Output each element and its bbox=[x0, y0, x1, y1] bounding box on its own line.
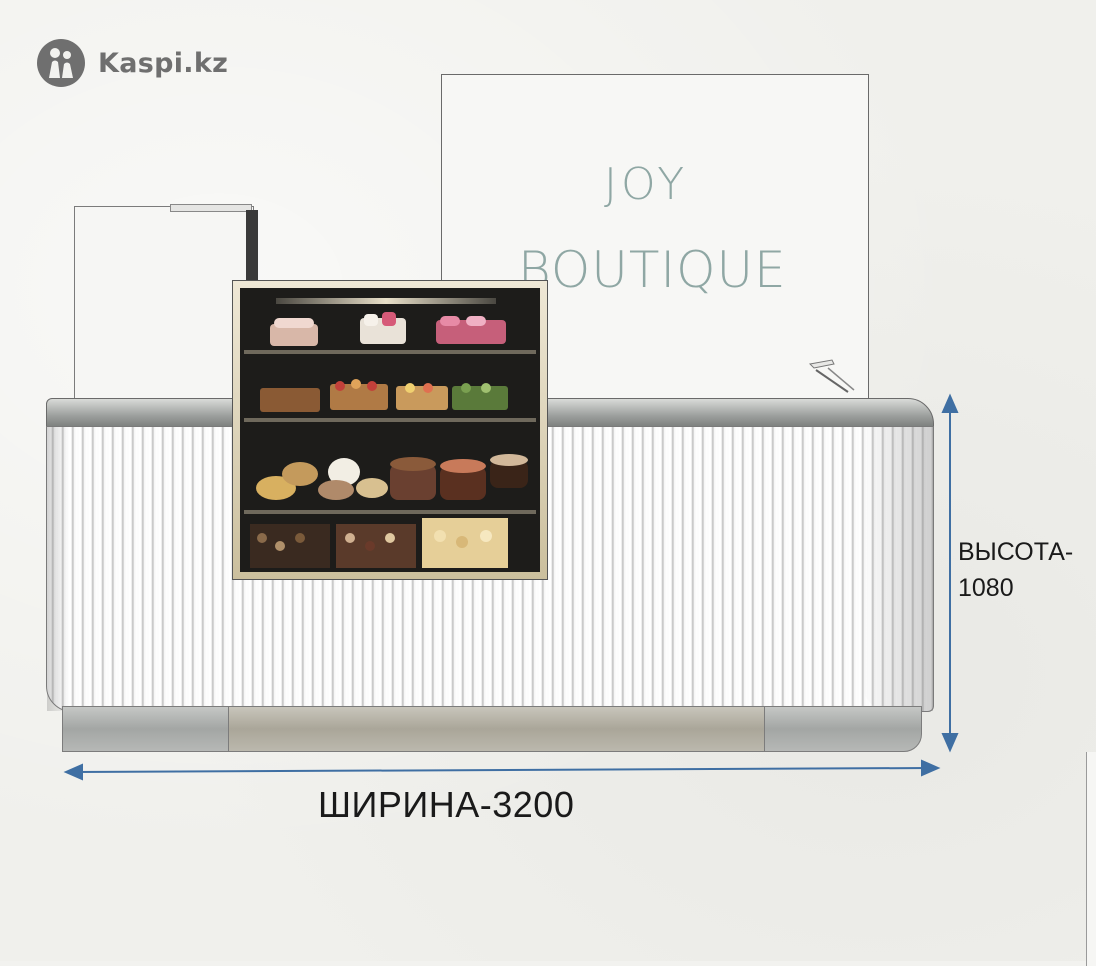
counter-plinth-left bbox=[62, 706, 230, 752]
page-edge-frame bbox=[1086, 752, 1096, 966]
display-vitrine bbox=[232, 280, 548, 580]
second-shelf-pastries bbox=[260, 379, 508, 412]
watermark-text: Kaspi.kz bbox=[98, 47, 229, 79]
counter-plinth-right bbox=[764, 706, 922, 752]
top-shelf-pastries bbox=[270, 312, 506, 346]
width-dimension-label: ШИРИНА-3200 bbox=[318, 784, 575, 825]
kaspi-logo-icon bbox=[37, 39, 85, 87]
sign-line-joy: JOY bbox=[604, 159, 689, 210]
vitrine-interior bbox=[240, 288, 540, 572]
pastries-display bbox=[244, 312, 536, 568]
cakes-shelf bbox=[256, 454, 528, 500]
vitrine-light bbox=[276, 298, 496, 304]
sign-line-boutique: BOUTIQUE bbox=[518, 241, 787, 299]
height-label-line2: 1080 bbox=[958, 574, 1014, 602]
height-arrow bbox=[941, 393, 959, 753]
kaspi-watermark: Kaspi.kz bbox=[36, 38, 228, 88]
width-arrow bbox=[63, 759, 941, 781]
back-cabinet-top bbox=[170, 204, 252, 212]
counter-fixture bbox=[808, 359, 855, 393]
back-cabinet bbox=[74, 206, 254, 406]
back-cabinet-edge bbox=[246, 210, 258, 284]
height-label-line1: ВЫСОТА- bbox=[958, 538, 1074, 566]
height-dimension-label: ВЫСОТА- 1080 bbox=[958, 534, 1073, 606]
bottom-tray-sweets bbox=[250, 518, 508, 568]
counter-plinth-middle bbox=[228, 706, 766, 752]
